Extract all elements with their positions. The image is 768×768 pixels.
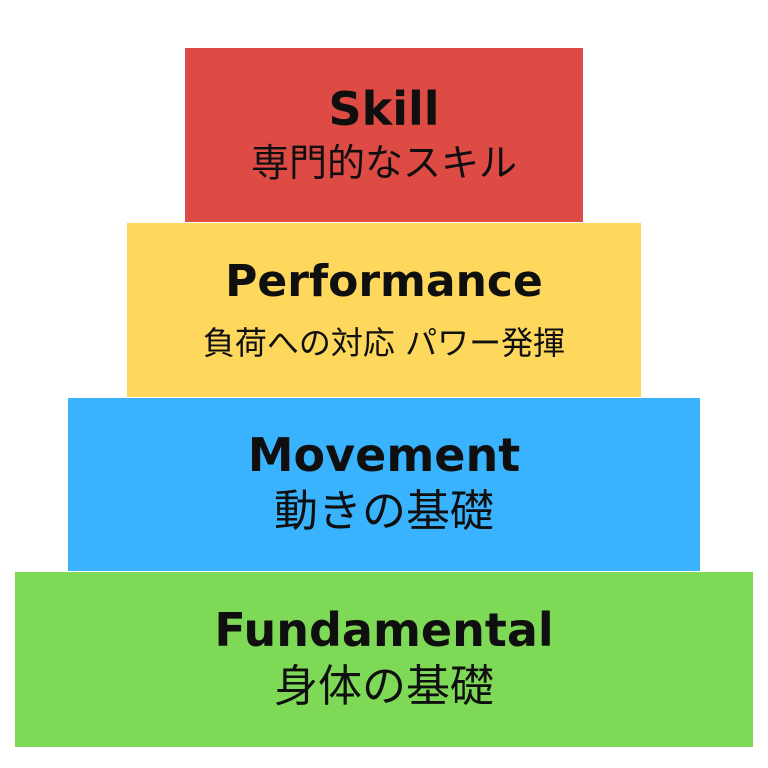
tier-subtitle: 身体の基礎 xyxy=(274,661,494,713)
tier-title: Fundamental xyxy=(214,602,554,657)
pyramid-tier-skill: Skill 専門的なスキル xyxy=(185,48,583,222)
tier-title: Movement xyxy=(247,427,521,482)
tier-title: Skill xyxy=(328,81,440,136)
pyramid-tier-performance: Performance 負荷への対応 パワー発揮 xyxy=(127,223,641,397)
tier-subtitle: 専門的なスキル xyxy=(250,140,517,185)
tier-title: Performance xyxy=(225,255,543,307)
pyramid-tier-fundamental: Fundamental 身体の基礎 xyxy=(15,572,753,747)
tier-subtitle: 動きの基礎 xyxy=(274,486,494,538)
pyramid-tier-movement: Movement 動きの基礎 xyxy=(68,398,700,571)
tier-subtitle: 負荷への対応 パワー発揮 xyxy=(202,324,566,362)
